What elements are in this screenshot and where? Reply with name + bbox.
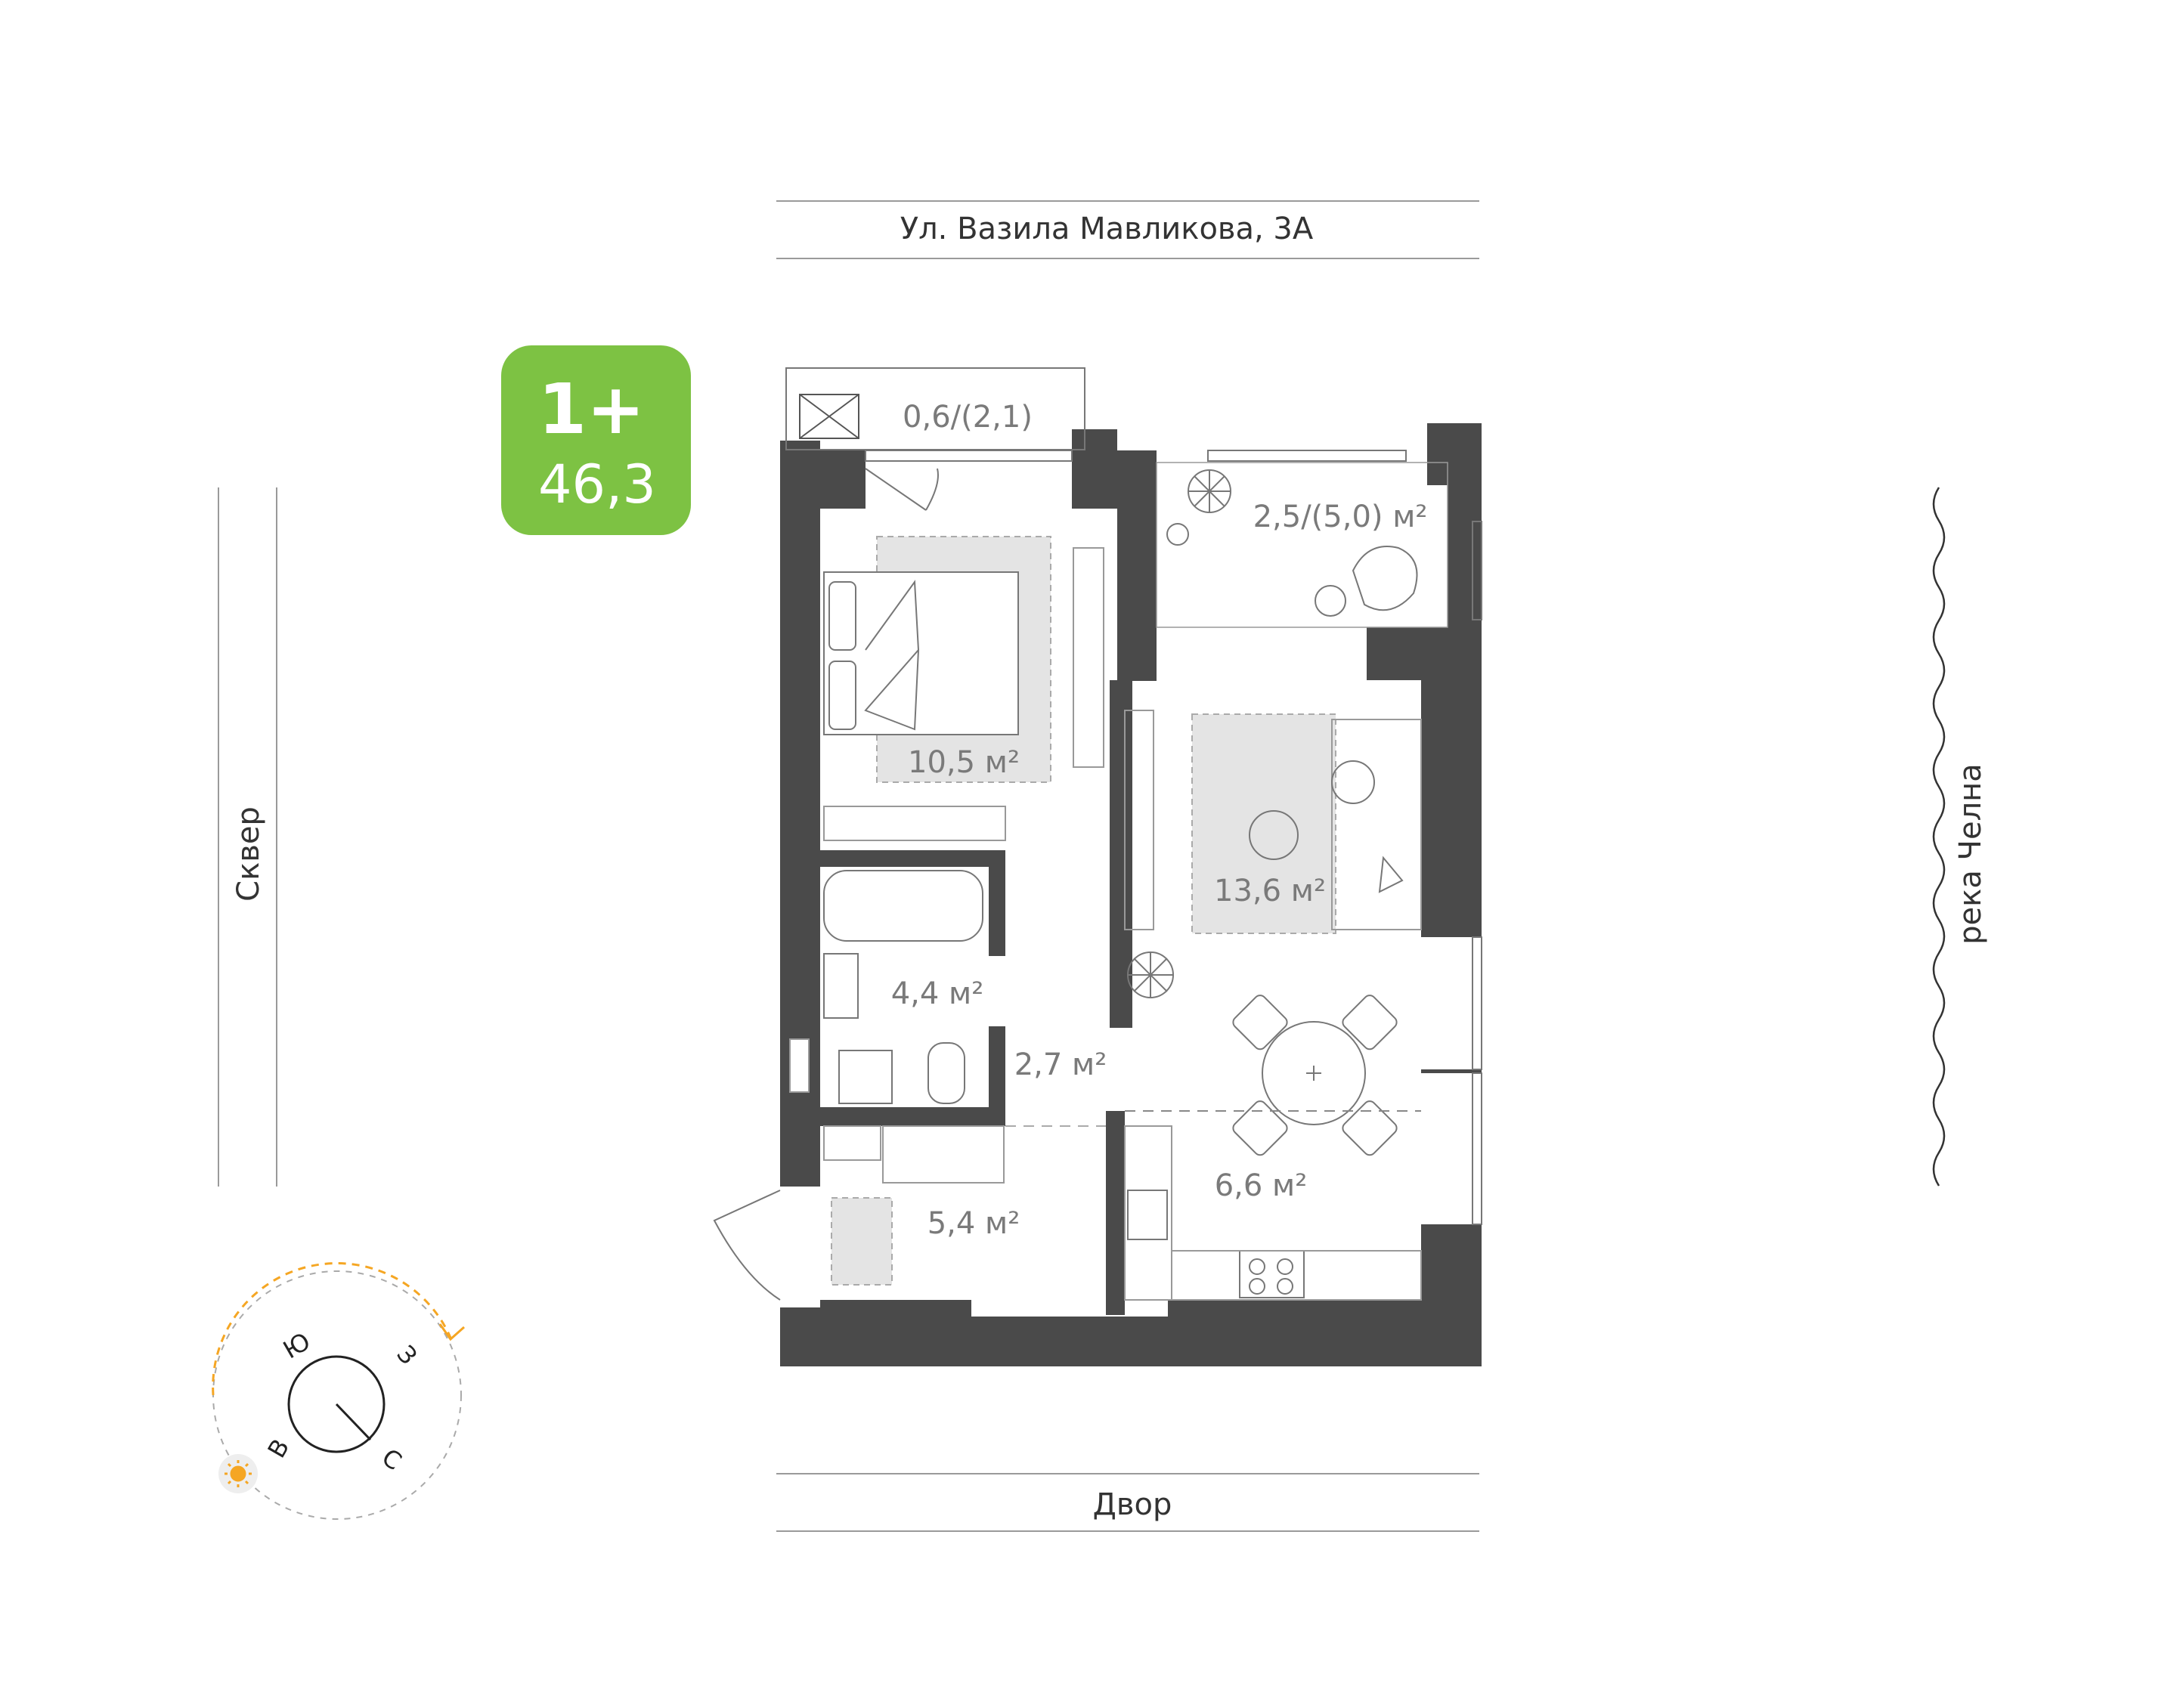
windows (865, 450, 1482, 1225)
dining (1125, 995, 1421, 1156)
compass: Ю З В С (212, 1262, 465, 1520)
street-top: Ул. Вазила Мавликова, 3А (776, 200, 1479, 259)
river-right: река Челна (1932, 487, 1988, 1187)
street-left-label: Сквер (231, 806, 266, 902)
kitchen-area: 6,6 м² (1215, 1168, 1308, 1203)
loggia-area: 2,5/(5,0) м² (1253, 500, 1428, 534)
compass-west: З (391, 1340, 423, 1370)
street-left: Сквер (218, 487, 277, 1187)
living-area: 13,6 м² (1214, 874, 1326, 908)
compass-south: Ю (278, 1326, 315, 1364)
badge-type: 1+ (538, 369, 645, 450)
balcony: 0,6/(2,1) (785, 367, 1085, 511)
walls (780, 423, 1482, 1366)
balcony-area: 0,6/(2,1) (903, 400, 1033, 435)
hall-area: 5,4 м² (927, 1206, 1020, 1241)
river-label: река Челна (1953, 763, 1988, 945)
corridor-area: 2,7 м² (1014, 1047, 1107, 1082)
hall: 5,4 м² (713, 1125, 1020, 1301)
kitchen: 6,6 м² (1124, 1125, 1422, 1301)
badge-area: 46,3 (538, 453, 656, 515)
bathroom-area: 4,4 м² (891, 976, 984, 1011)
bathroom: 4,4 м² (789, 870, 984, 1104)
bedroom-area: 10,5 м² (908, 745, 1020, 780)
street-bottom: Двор (776, 1473, 1479, 1532)
plant-icon (1127, 951, 1174, 998)
street-bottom-label: Двор (1093, 1487, 1172, 1522)
sun-icon (225, 1460, 252, 1487)
apartment-badge: 1+ 46,3 (501, 345, 691, 535)
loggia: 2,5/(5,0) м² (1156, 462, 1448, 628)
street-top-label: Ул. Вазила Мавликова, 3А (900, 212, 1314, 246)
plant-icon (1166, 469, 1231, 546)
living-room: 13,6 м² (1124, 710, 1422, 998)
bedroom: 10,5 м² (823, 536, 1104, 841)
compass-north: С (376, 1443, 407, 1476)
compass-east: В (262, 1434, 296, 1462)
